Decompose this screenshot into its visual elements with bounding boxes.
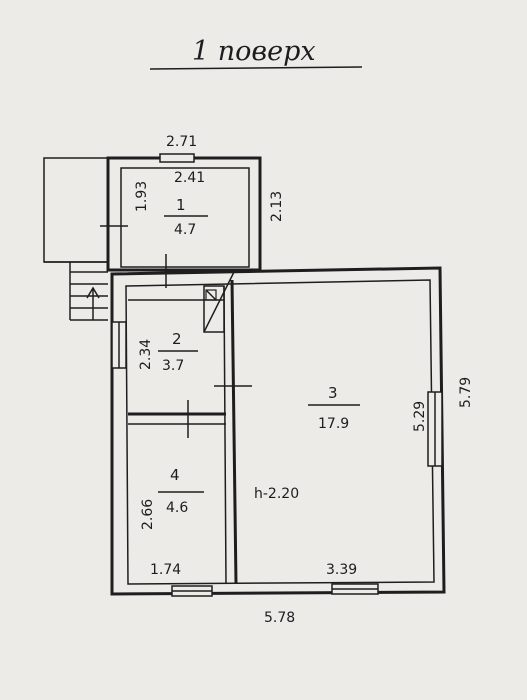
entrance-arrow-icon xyxy=(86,286,100,320)
room-number: 4 xyxy=(170,466,180,484)
dim-room3-width: 3.39 xyxy=(326,562,357,578)
main-house-walls xyxy=(110,266,446,597)
stove-icon xyxy=(205,289,217,301)
room-1-label: 1 4.7 xyxy=(164,196,208,238)
dim-room1-depth-left: 1.93 xyxy=(134,181,150,212)
dim-room1-inner-width: 2.41 xyxy=(174,170,205,186)
room-number: 3 xyxy=(328,384,338,402)
dim-room4-depth: 2.66 xyxy=(140,499,156,530)
room-number: 2 xyxy=(172,330,182,348)
room-2-label: 2 3.7 xyxy=(158,330,198,374)
dim-room2-depth: 2.34 xyxy=(138,339,154,370)
room-area: 4.6 xyxy=(166,500,188,516)
dim-outer-depth-right: 5.79 xyxy=(458,377,474,408)
ceiling-height-label: h-2.20 xyxy=(254,486,299,502)
dim-top-outer-width: 2.71 xyxy=(166,134,197,150)
room-area: 4.7 xyxy=(174,222,196,238)
dim-room4-width: 1.74 xyxy=(150,562,181,578)
title-underline xyxy=(149,66,363,70)
room-3-label: 3 17.9 xyxy=(308,384,360,432)
floor-title: 1 поверх xyxy=(192,36,316,67)
room-4-label: 4 4.6 xyxy=(158,466,204,516)
dim-room3-depth-inner: 5.29 xyxy=(412,401,428,432)
room-number: 1 xyxy=(176,196,186,214)
interior-partitions xyxy=(128,254,252,585)
dim-room1-depth-right: 2.13 xyxy=(269,191,285,222)
room-area: 17.9 xyxy=(318,416,349,432)
room-area: 3.7 xyxy=(162,358,184,374)
dim-bottom-outer-width: 5.78 xyxy=(264,610,295,626)
